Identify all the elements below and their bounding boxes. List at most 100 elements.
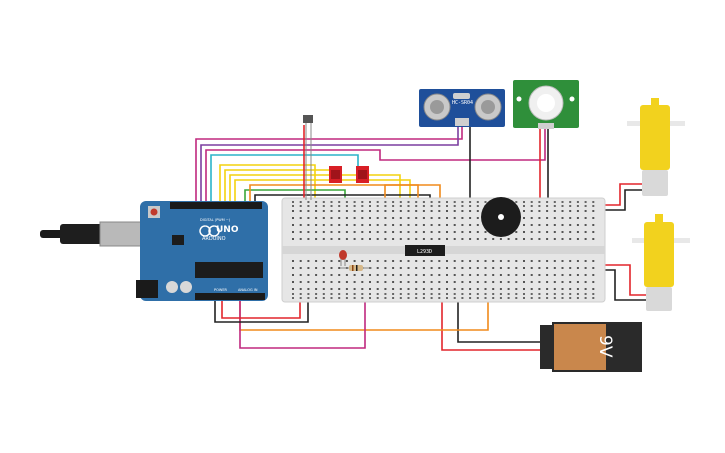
pir-sensor[interactable] (513, 80, 579, 129)
breadboard-hole (407, 217, 410, 219)
breadboard-hole (469, 210, 472, 212)
breadboard-hole (461, 231, 464, 233)
wire-magenta[interactable] (195, 122, 463, 206)
breadboard-hole (553, 274, 556, 276)
breadboard-hole (453, 274, 456, 276)
breadboard-hole (538, 210, 541, 212)
wire-black[interactable] (457, 300, 545, 343)
breadboard-hole (492, 260, 495, 262)
wire-yellow[interactable] (224, 169, 330, 206)
breadboard-hole (430, 288, 433, 290)
wire-red[interactable] (441, 300, 545, 351)
breadboard-hole (546, 274, 549, 276)
rail-hole (461, 297, 464, 299)
breadboard-hole (446, 260, 448, 262)
rail-hole (569, 293, 572, 295)
breadboard-hole (507, 238, 510, 240)
breadboard-hole (353, 224, 356, 226)
wire-purple[interactable] (200, 122, 459, 206)
wire-magenta[interactable] (205, 128, 546, 206)
breadboard-hole (569, 217, 572, 219)
red-led[interactable] (339, 250, 347, 266)
rail-hole (569, 297, 572, 299)
motor-1-gearbox (640, 105, 670, 170)
breadboard-hole (530, 274, 533, 276)
breadboard-hole (345, 281, 348, 283)
battery-9v[interactable]: 9V (540, 322, 642, 372)
breadboard-hole (345, 274, 348, 276)
rail-hole (407, 201, 410, 203)
rail-hole (322, 293, 325, 295)
breadboard-hole (438, 288, 441, 290)
breadboard-hole (592, 267, 595, 269)
rail-hole (499, 297, 502, 299)
breadboard-hole (322, 217, 325, 219)
rail-hole (422, 297, 425, 299)
breadboard-hole (469, 231, 472, 233)
breadboard-hole (338, 274, 341, 276)
breadboard-hole (361, 274, 364, 276)
breadboard-hole (338, 210, 341, 212)
power-jack (136, 280, 158, 298)
breadboard-hole (538, 260, 541, 262)
sensor-transducer-right-mesh (481, 100, 495, 114)
rail-hole (584, 293, 587, 295)
rail-hole (338, 297, 341, 299)
breadboard-hole (553, 260, 556, 262)
pushbutton-2[interactable] (356, 166, 369, 183)
breadboard-hole (415, 224, 418, 226)
pir-dome-highlight (537, 94, 555, 112)
breadboard-hole (384, 210, 387, 212)
breadboard-hole (523, 238, 525, 240)
ultrasonic-sensor[interactable]: HC-SR04 (419, 89, 505, 127)
breadboard-hole (422, 288, 425, 290)
reset-button-cap (150, 208, 158, 216)
rail-hole (407, 293, 410, 295)
breadboard-hole (461, 217, 464, 219)
rail-hole (299, 297, 302, 299)
wire-red[interactable] (221, 297, 301, 319)
breadboard-hole (384, 224, 387, 226)
breadboard-hole (561, 288, 564, 290)
resistor[interactable] (340, 265, 372, 271)
resistor-band-1 (352, 265, 354, 271)
rail-hole (523, 293, 525, 295)
breadboard-hole (345, 217, 348, 219)
dc-motor-2[interactable] (632, 214, 690, 311)
wire-cyan[interactable] (210, 154, 359, 206)
capacitor-1 (166, 281, 178, 293)
rail-hole (299, 201, 302, 203)
motor-2-gearbox (644, 222, 674, 287)
breadboard-hole (584, 260, 587, 262)
piezo-buzzer[interactable] (481, 197, 521, 237)
breadboard-hole (446, 281, 448, 283)
breadboard-hole (553, 288, 556, 290)
breadboard-hole (446, 288, 448, 290)
rail-hole (476, 201, 479, 203)
arduino-uno[interactable]: UNO ARDUINO DIGITAL (PWM ~) POWER ANALOG… (40, 201, 268, 301)
rail-hole (530, 201, 533, 203)
breadboard-hole (353, 274, 356, 276)
rail-hole (592, 297, 595, 299)
breadboard-hole (353, 281, 356, 283)
dc-motor-1[interactable] (627, 98, 685, 196)
wire-black[interactable] (590, 189, 645, 211)
pushbutton-1[interactable] (329, 166, 342, 183)
breadboard-hole (299, 288, 302, 290)
motor-2-shaft (655, 214, 663, 222)
rail-hole (376, 205, 379, 207)
breadboard-hole (307, 231, 310, 233)
breadboard-hole (569, 231, 572, 233)
breadboard-hole (561, 210, 564, 212)
photoresistor[interactable] (303, 115, 313, 200)
wire-black[interactable] (214, 295, 309, 323)
breadboard-hole (584, 210, 587, 212)
rail-hole (553, 297, 556, 299)
breadboard-hole (469, 224, 472, 226)
breadboard-hole (422, 217, 425, 219)
motor-driver-ic[interactable]: L293D (405, 245, 445, 256)
breadboard-hole (592, 274, 595, 276)
breadboard-hole (415, 231, 418, 233)
breadboard-hole (476, 288, 479, 290)
breadboard-hole (322, 238, 325, 240)
